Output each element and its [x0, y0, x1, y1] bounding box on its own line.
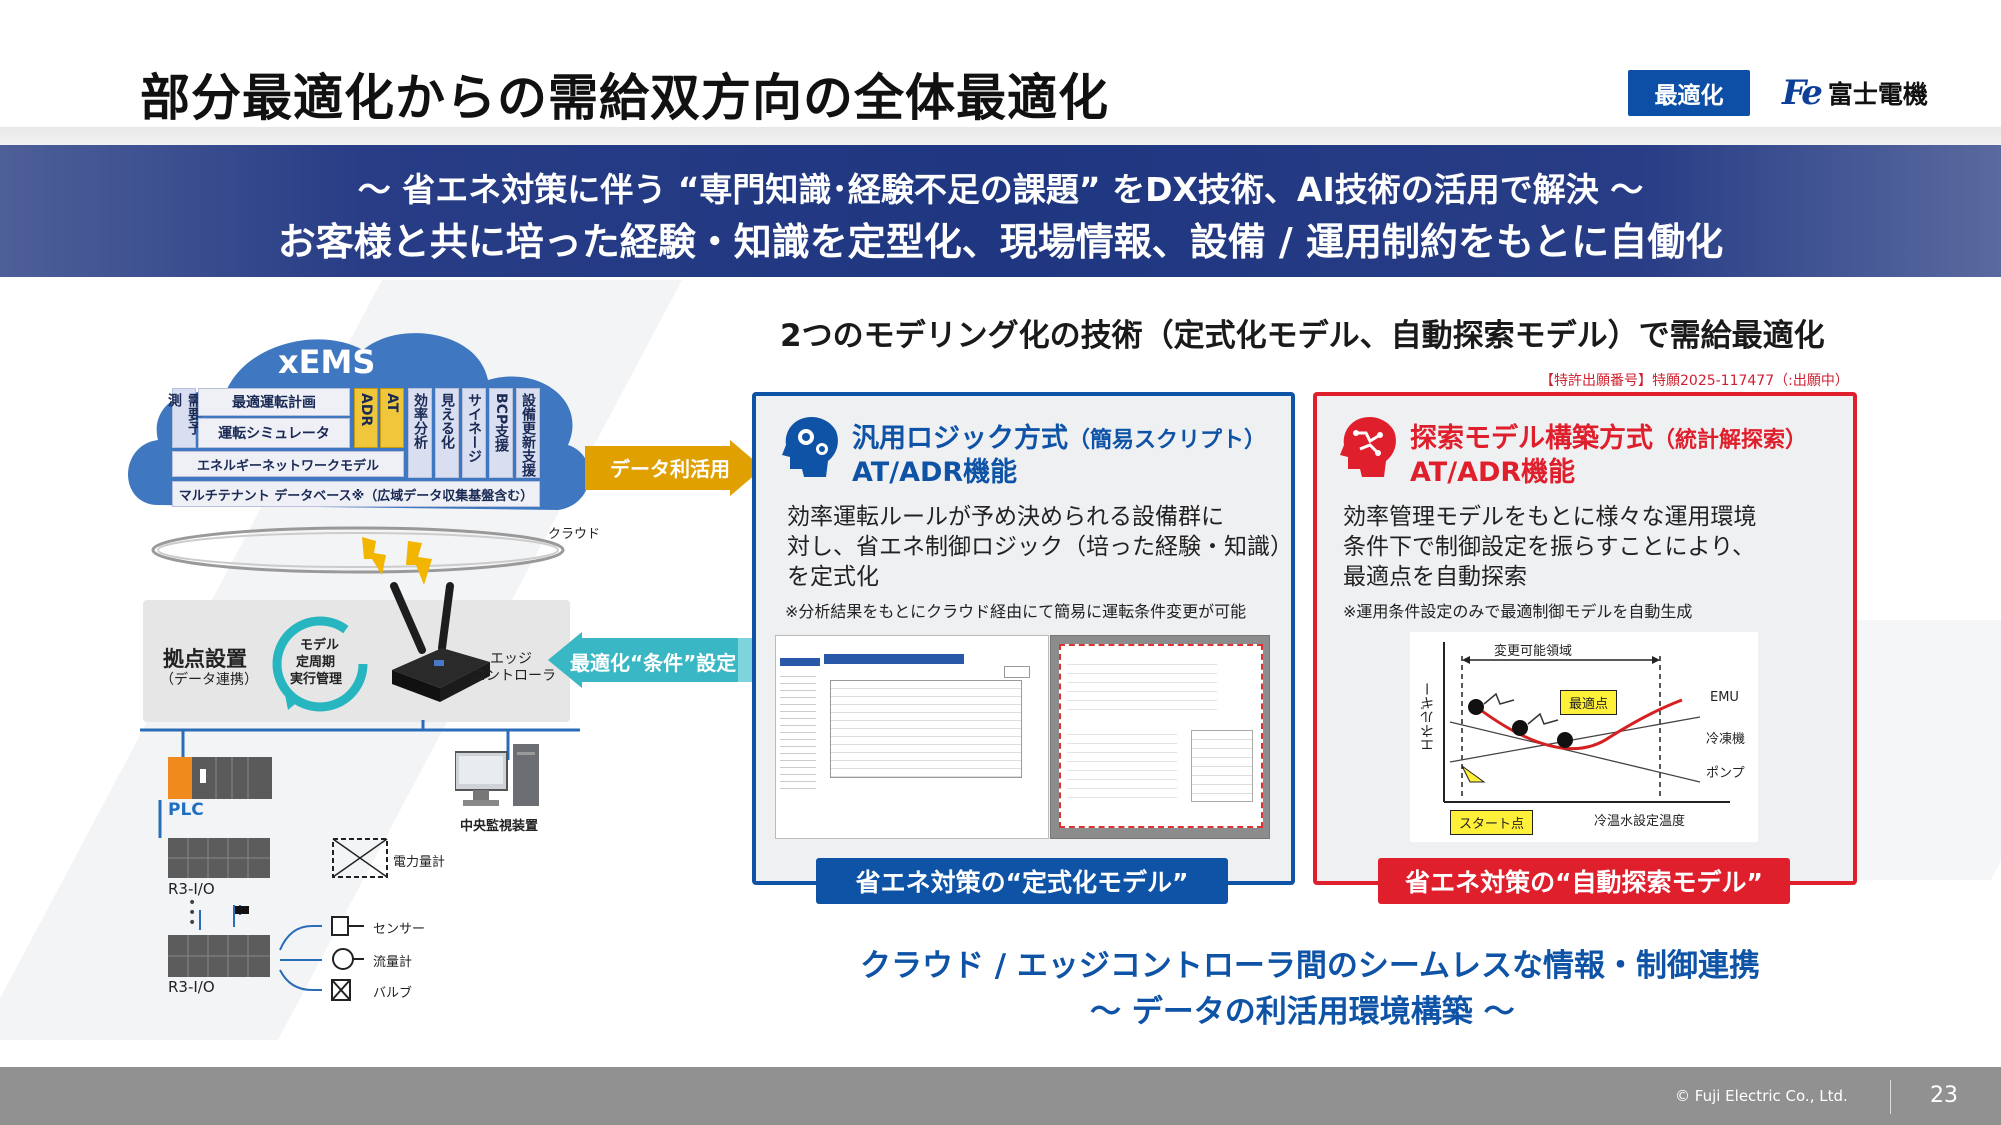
label-signage: サイネージ [462, 388, 486, 478]
right-panel-title-2: AT/ADR機能 [1410, 457, 1576, 488]
label-optimal-plan: 最適運転計画 [198, 388, 350, 416]
condition-arrow [548, 632, 758, 688]
bottom-line-2: ～ データの利活用環境構築 ～ [1090, 994, 1515, 1030]
patent-note: 【特許出願番号】特願2025-117477（:出願中） [1540, 373, 1849, 389]
search-model-pill: 省エネ対策の“自動探索モデル” [1378, 858, 1790, 904]
gear-head-icon [782, 417, 838, 477]
right-panel-title-1: 探索モデル構築方式（統計解探索） [1410, 416, 1807, 455]
cloud-title: xEMS [278, 343, 376, 381]
right-panel-body: 効率管理モデルをもとに様々な運用環境 条件下で制御設定を振らすことにより、 最適… [1343, 502, 1757, 592]
r3-io-label-2: R3-I/O [168, 978, 215, 996]
data-use-arrow [585, 440, 763, 496]
right-body-line-2: 条件下で制御設定を振らすことにより、 [1343, 534, 1756, 560]
label-adr: ADR [354, 388, 378, 448]
banner-line-1: ～ 省エネ対策に伴う “専門知識･経験不足の課題” をDX技術、AI技術の活用で… [357, 170, 1644, 209]
flag-icon [233, 905, 249, 927]
cloud-link-ellipse [151, 526, 565, 574]
edge-controller-icon [390, 582, 490, 702]
right-panel-note: ※運用条件設定のみで最適制御モデルを自動生成 [1343, 602, 1693, 621]
company-logo: Fe 富士電機 [1782, 72, 1928, 114]
optimum-label: 最適点 [1560, 690, 1618, 715]
edge-label-1: エッジ [490, 651, 532, 667]
series-emu: EMU [1710, 690, 1739, 705]
logo-name: 富士電機 [1827, 80, 1928, 109]
label-efficiency: 効率分析 [408, 388, 432, 478]
right-panel-method: 探索モデル構築方式 [1410, 423, 1653, 454]
data-use-label: データ利活用 [610, 457, 730, 481]
cycle-icon [272, 616, 368, 712]
right-body-line-1: 効率管理モデルをもとに様々な運用環境 [1343, 504, 1757, 530]
label-visualization: 見える化 [435, 388, 459, 478]
right-body-line-3: 最適点を自動探索 [1343, 564, 1527, 590]
x-axis-label: 冷温水設定温度 [1594, 814, 1686, 829]
label-bcp: BCP支援 [489, 388, 513, 478]
plc-icon [168, 757, 272, 799]
cloud-label: クラウド [548, 527, 601, 542]
section-heading: 2つのモデリング化の技術（定式化モデル、自動探索モデル）で需給最適化 [780, 318, 1825, 354]
monitor-icon [455, 744, 539, 806]
start-label: スタート点 [1450, 810, 1534, 835]
page-number: 23 [1930, 1083, 1958, 1108]
valve-icon [331, 979, 351, 1001]
left-panel-method: 汎用ロジック方式 [852, 423, 1068, 454]
lightning-icon [362, 537, 432, 585]
edge-label-2: コントローラ [472, 668, 556, 684]
label-demand-forecast: 需要予測 [166, 388, 202, 448]
logo-mark: Fe [1782, 73, 1823, 113]
ai-head-icon [1340, 417, 1396, 477]
software-screenshot-1 [775, 635, 1049, 839]
banner: ～ 省エネ対策に伴う “専門知識･経験不足の課題” をDX技術、AI技術の活用で… [0, 145, 2001, 277]
cycle-line-1: モデル [300, 638, 340, 653]
site-subtitle: （データ連携） [160, 672, 258, 688]
left-panel-title-1: 汎用ロジック方式（簡易スクリプト） [852, 416, 1266, 455]
cycle-line-2: 定周期 [296, 655, 336, 670]
page-title: 部分最適化からの需給双方向の全体最適化 [140, 69, 1109, 127]
banner-line-2: お客様と共に培った経験・知識を定型化、現場情報、設備 / 運用制約をもとに自働化 [277, 220, 1724, 264]
ellipsis-dots: ••• [188, 895, 197, 931]
condition-label: 最適化“条件”設定 [570, 651, 737, 675]
left-panel-note: ※分析結果をもとにクラウド経由にて簡易に運転条件変更が可能 [785, 602, 1247, 621]
optimization-graph: 変更可能領域 エネルギー 冷温水設定温度 最適点 スタート点 EMU 冷凍機 ポ… [1410, 632, 1758, 842]
footer-divider [1890, 1080, 1891, 1114]
left-panel-title-2: AT/ADR機能 [852, 457, 1018, 488]
sensor-label: センサー [373, 922, 426, 937]
sensor-icon [331, 916, 364, 936]
flow-meter-icon [332, 948, 364, 970]
label-at: AT [380, 388, 404, 448]
formula-model-pill: 省エネ対策の“定式化モデル” [816, 858, 1228, 904]
left-body-line-1: 効率運転ルールが予め決められる設備群に [787, 504, 1224, 530]
left-body-line-2: 対し、省エネ制御ロジック（培った経験・知識） [787, 534, 1293, 560]
software-screenshot-2 [1050, 635, 1270, 839]
left-body-line-3: を定式化 [787, 564, 879, 590]
left-panel-body: 効率運転ルールが予め決められる設備群に 対し、省エネ制御ロジック（培った経験・知… [787, 502, 1293, 592]
r3-io-label-1: R3-I/O [168, 880, 215, 898]
label-equipment-renewal: 設備更新支援 [516, 388, 540, 478]
bottom-line-1: クラウド / エッジコントローラ間のシームレスな情報・制御連携 [860, 948, 1760, 984]
site-title: 拠点設置 [163, 647, 247, 671]
left-panel-method-sub: （簡易スクリプト） [1068, 428, 1267, 453]
footer [0, 1067, 2001, 1125]
power-meter-label: 電力量計 [393, 855, 446, 870]
series-chiller: 冷凍機 [1706, 732, 1746, 747]
valve-label: バルブ [373, 986, 413, 1001]
label-multitenant-db: マルチテナント データベース※（広域データ収集基盤含む） [172, 481, 540, 507]
header-divider [0, 127, 2001, 145]
site-panel [143, 600, 570, 722]
plc-label: PLC [168, 800, 204, 820]
copyright: © Fuji Electric Co., Ltd. [1675, 1087, 1848, 1105]
right-panel-method-sub: （統計解探索） [1653, 428, 1808, 453]
y-axis-label: エネルギー [1420, 682, 1436, 752]
r3-io-icon [168, 838, 270, 878]
label-simulator: 運転シミュレータ [198, 418, 350, 448]
monitor-label: 中央監視装置 [460, 819, 539, 834]
range-label: 変更可能領域 [1494, 644, 1573, 659]
power-meter-icon [332, 838, 388, 878]
cycle-line-3: 実行管理 [290, 672, 343, 687]
flow-meter-label: 流量計 [373, 955, 413, 970]
series-pump: ポンプ [1706, 766, 1745, 781]
label-energy-network-model: エネルギーネットワークモデル [172, 451, 404, 477]
r3-io-icon [168, 935, 270, 977]
category-tag: 最適化 [1628, 70, 1750, 116]
